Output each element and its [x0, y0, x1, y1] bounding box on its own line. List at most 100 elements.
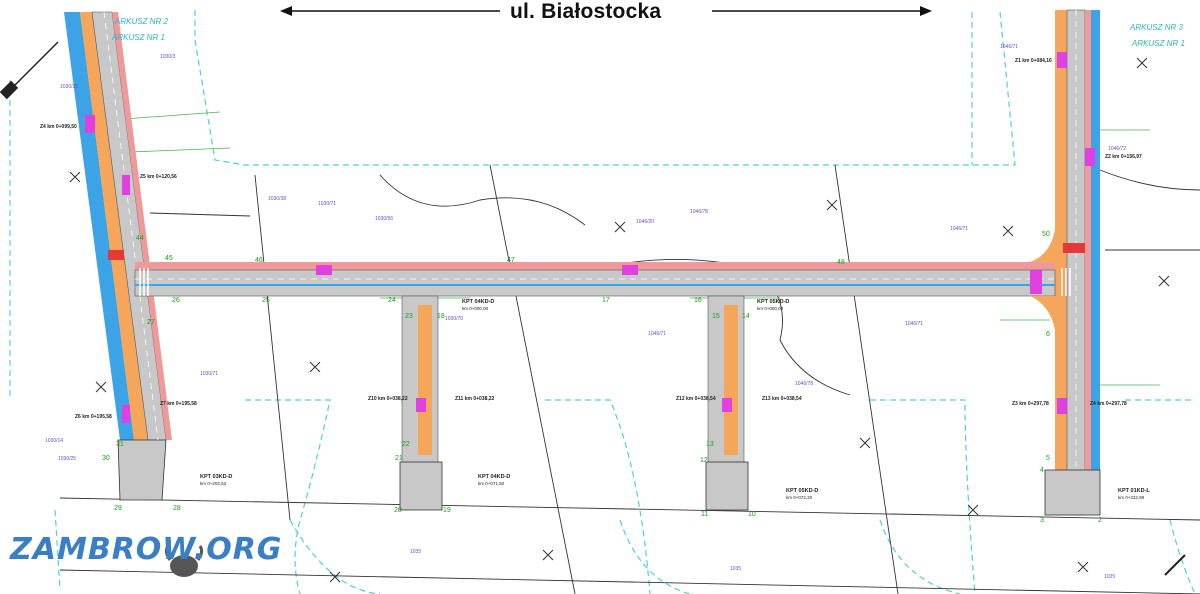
side-road-2-end: [705, 461, 749, 511]
north-arrow-icon: [0, 41, 1186, 576]
crossing-s2: [722, 398, 732, 412]
boundary-lot-1: [245, 399, 331, 594]
point-number: 29: [114, 505, 122, 512]
boundary-lot-3: [870, 399, 976, 594]
point-number: 45: [165, 255, 173, 262]
kpt-sublabel: km 0+071,50: [478, 481, 505, 486]
red-mark-r: [1063, 243, 1085, 253]
boundary-lines: [9, 10, 1196, 594]
point-number: 21: [395, 455, 403, 462]
point-number: 22: [402, 441, 410, 448]
point-number: 15: [712, 313, 720, 320]
point-number: 2: [1098, 517, 1102, 524]
point-number: 18: [437, 313, 445, 320]
property-line-1: [254, 174, 291, 521]
parcel-number: 1030/56: [375, 216, 393, 222]
street-name: ul. Białostocka: [510, 0, 662, 23]
tree-12: [1158, 275, 1170, 287]
station-label: Z4 km 0+099,50: [40, 124, 77, 130]
street-arrow-icon: [280, 6, 932, 16]
point-number: 13: [706, 441, 714, 448]
property-line-south: [59, 497, 1200, 521]
right-road: [1044, 9, 1101, 516]
side-road-1-end: [399, 461, 443, 511]
logo-dot: .: [193, 532, 207, 567]
parcel-number: 1046/20: [636, 219, 654, 225]
parcel-number: 1046/71: [1000, 44, 1018, 50]
kpt-label: KPT 04KD-D: [462, 299, 494, 305]
parcel-number: 1046/78: [690, 209, 708, 215]
left-sidewalk: [80, 12, 148, 440]
tree-10: [329, 571, 341, 583]
horizontal-carriageway: [134, 269, 1056, 297]
parcel-number: 1030/38: [268, 196, 286, 202]
station-label: Z11 km 0+038,22: [455, 396, 495, 402]
crossing-h1: [316, 265, 332, 275]
parcel-number: 1030/14: [45, 438, 63, 444]
point-number: 19: [443, 507, 451, 514]
kpt-sublabel: km 0+000,00: [462, 306, 489, 311]
point-number: 17: [602, 297, 610, 304]
contour-3: [1099, 169, 1200, 191]
logo-text: ZAMBROW: [10, 532, 194, 567]
station-label: Z10 km 0+038,22: [368, 396, 408, 402]
point-number: 6: [1046, 331, 1050, 338]
parcel-number: 1046/78: [795, 381, 813, 387]
horizontal-road: [134, 230, 1056, 330]
kpt-sublabel: km 0+232,99: [1118, 495, 1145, 500]
point-number: 44: [136, 235, 144, 242]
left-strip: [112, 12, 172, 440]
property-line-2: [489, 164, 576, 594]
kpt-label: KPT 01KD-L: [1118, 488, 1150, 494]
point-number: 20: [394, 507, 402, 514]
corner-se: [1030, 296, 1055, 330]
property-line-south-2: [59, 569, 1200, 594]
station-label: Z12 km 0+038,54: [676, 396, 716, 402]
kpt-label: KPT 05KD-D: [786, 488, 818, 494]
station-label: Z6 km 0+195,58: [75, 414, 112, 420]
point-number: 14: [742, 313, 750, 320]
tree-1: [69, 171, 81, 183]
tree-6: [1002, 225, 1014, 237]
tree-marks: [69, 57, 1170, 583]
tree-4: [614, 221, 626, 233]
point-number: 47: [507, 257, 515, 264]
bison-horns: [164, 545, 204, 561]
right-sidewalk-w: [1055, 10, 1067, 515]
kpt-sublabel: km 0+202,53: [200, 481, 227, 486]
crossing-r3: [1057, 398, 1067, 414]
tree-7: [1136, 57, 1148, 69]
north-arrow-head: [0, 80, 19, 100]
point-number: 26: [172, 297, 180, 304]
boundary-arc-3: [879, 519, 961, 594]
parcel-number: 1030/3: [160, 54, 176, 60]
tree-11: [1077, 561, 1089, 573]
kpt-sublabel: km 0+000,00: [757, 306, 784, 311]
street-arrow-right-head: [920, 6, 932, 16]
corner-ne: [1030, 230, 1055, 262]
parcel-number: 1035: [730, 566, 741, 572]
green-lines: [109, 111, 1160, 386]
property-line-w: [149, 212, 251, 217]
point-number: 28: [173, 505, 181, 512]
point-number: 25: [262, 297, 270, 304]
parcel-number: 1035: [1104, 574, 1115, 580]
crossing-s1: [416, 398, 426, 412]
point-number: 27: [147, 319, 155, 326]
station-label: Z2 km 0+156,97: [1105, 154, 1142, 160]
boundary-arc-2: [619, 519, 691, 594]
parcel-number: 1030/25: [58, 456, 76, 462]
street-arrow-left-head: [280, 6, 292, 16]
left-bike-path: [64, 12, 134, 440]
tree-13: [967, 504, 979, 516]
parcel-number: 1046/71: [905, 321, 923, 327]
property-line-3: [834, 164, 899, 594]
point-number: 46: [255, 257, 263, 264]
bison-head: [170, 555, 198, 577]
zebra-stripes: [139, 268, 1071, 296]
station-label: Z5 km 0+120,56: [140, 174, 177, 180]
crossing-h2: [622, 265, 638, 275]
point-number: 3: [1040, 517, 1044, 524]
